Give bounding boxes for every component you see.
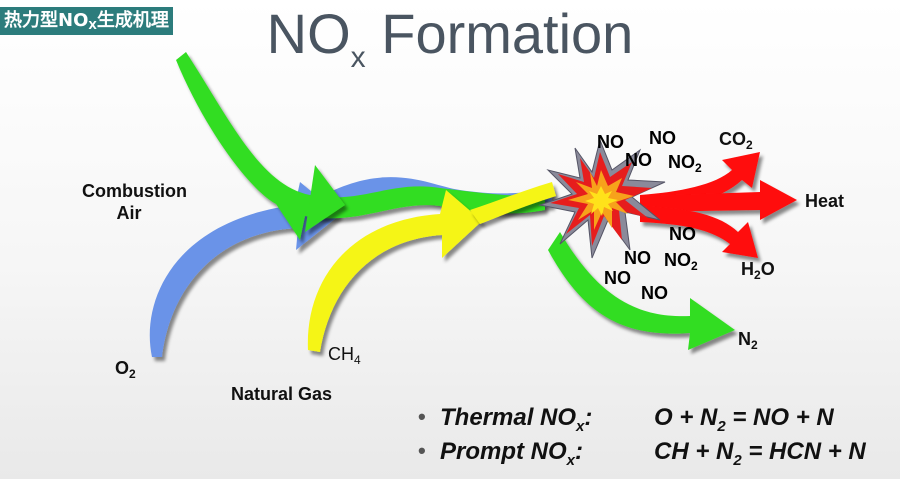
nitrogen-arrow	[176, 52, 545, 240]
no-label: NO	[625, 150, 652, 170]
nitrogen-outflow-arrow	[548, 232, 735, 350]
ch4-fuel-arrow	[307, 190, 482, 352]
n2-label: N2	[738, 329, 758, 352]
thermal-nox-label: Thermal NOx:	[440, 404, 593, 435]
thermal-nox-equation: O + N2 = NO + N	[654, 404, 834, 435]
nitrogen-arrow-head	[305, 165, 345, 232]
no2-label: NO2	[664, 250, 698, 273]
mechanism-list: • Thermal NOx: O + N2 = NO + N • Prompt …	[418, 404, 898, 472]
bullet-dot: •	[418, 438, 426, 463]
prompt-nox-row: • Prompt NOx: CH + N2 = HCN + N	[418, 438, 898, 472]
no-label: NO	[597, 132, 624, 152]
page-title: NOx Formation	[266, 2, 634, 74]
prompt-nox-equation: CH + N2 = HCN + N	[654, 438, 866, 469]
h2o-label: H2O	[741, 259, 775, 282]
no2-label: NO2	[668, 152, 702, 175]
explosion-star-center	[585, 186, 618, 216]
o2-label: O2	[115, 358, 136, 381]
ch4-label: CH4	[328, 344, 361, 367]
h2o-heat-arrow	[640, 206, 758, 258]
no-label: NO	[624, 248, 651, 268]
prompt-nox-label: Prompt NOx:	[440, 438, 584, 469]
ch4-fuel-arrow-continuation	[470, 182, 556, 224]
no-label: NO	[604, 268, 631, 288]
co2-label: CO2	[719, 129, 753, 152]
natural-gas-label: Natural Gas	[231, 384, 333, 404]
chinese-title-label: 热力型NOX生成机理	[0, 7, 173, 35]
no-label: NO	[641, 283, 668, 303]
heat-label: Heat	[805, 191, 845, 211]
thermal-nox-row: • Thermal NOx: O + N2 = NO + N	[418, 404, 898, 438]
no-label: NO	[669, 224, 696, 244]
combustion-air-label: Combustion Air	[82, 181, 187, 223]
no-label: NO	[649, 128, 676, 148]
bullet-dot: •	[418, 404, 426, 429]
